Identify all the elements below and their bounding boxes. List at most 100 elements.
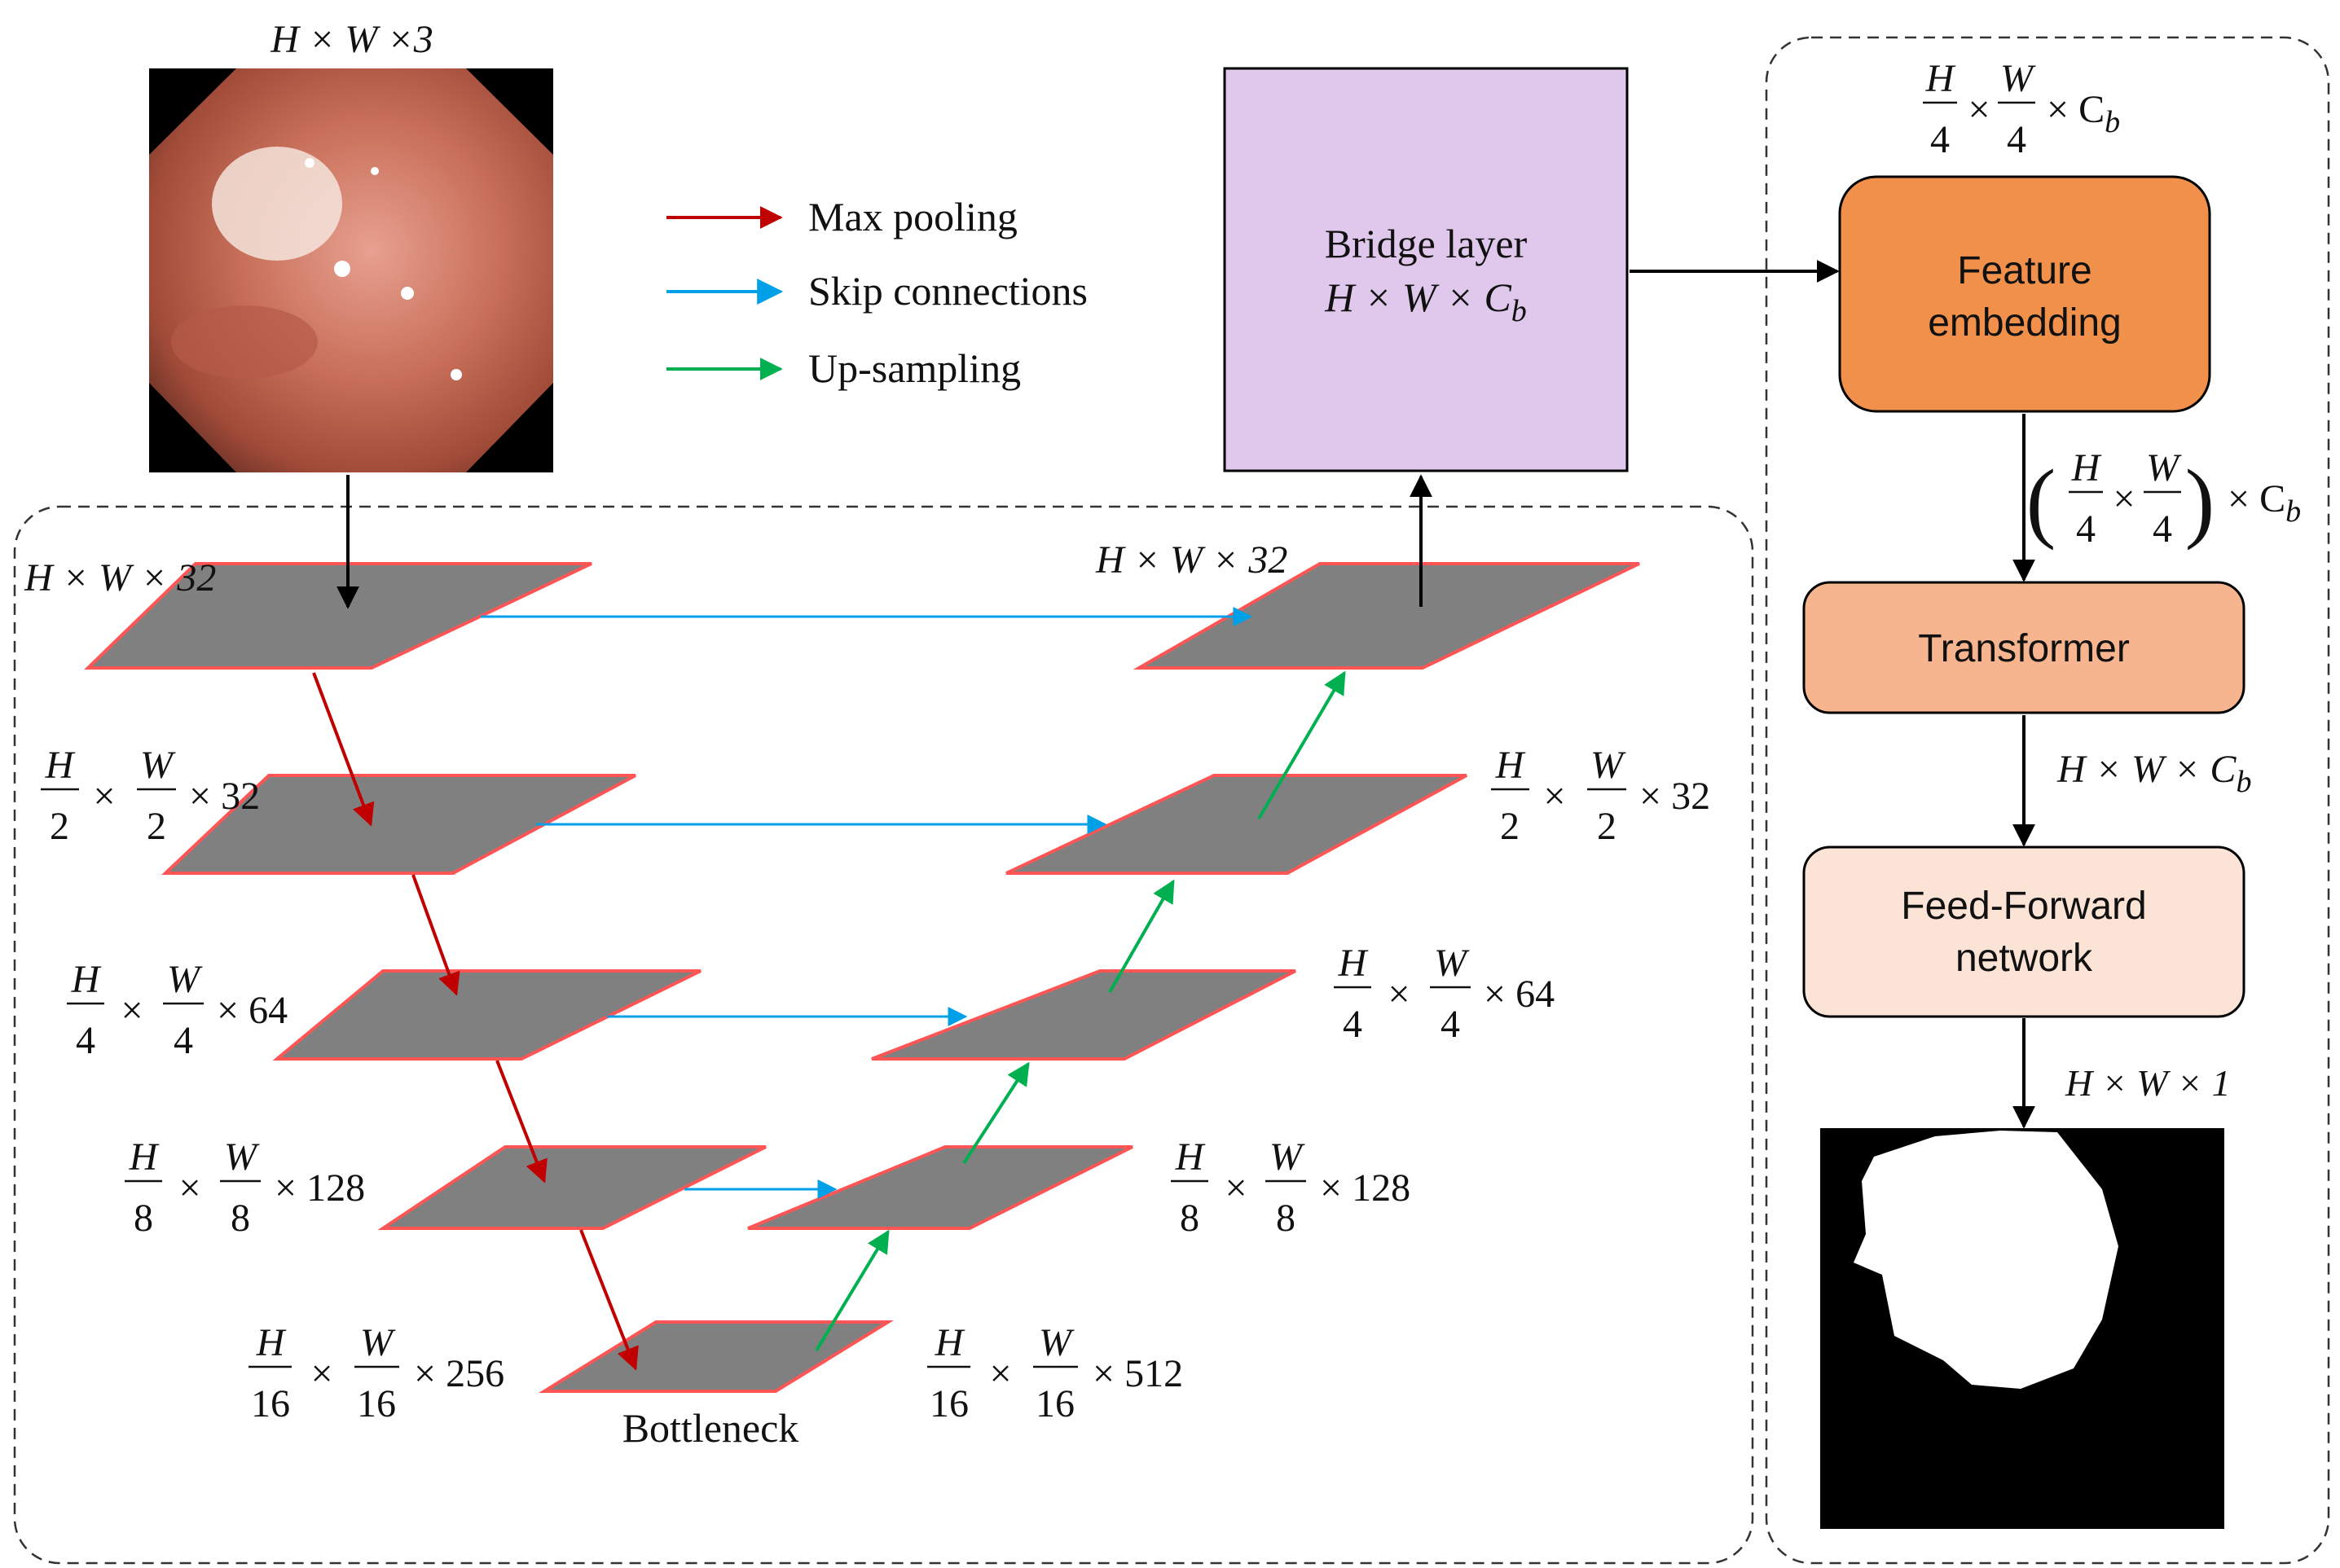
svg-text:× 256: × 256	[414, 1352, 504, 1395]
svg-text:H: H	[71, 958, 102, 1001]
bridge-layer-box	[1223, 67, 1629, 472]
svg-text:×: ×	[989, 1352, 1011, 1395]
decoder-dim-2: H 2 × W 2 × 32	[1491, 744, 1710, 848]
svg-text:16: 16	[1036, 1382, 1075, 1425]
decoder-dim-5: H 16 × W 16 × 512	[927, 1321, 1183, 1425]
mask-output-dim: H × W × 1	[2065, 1062, 2231, 1104]
svg-text:4: 4	[2153, 507, 2172, 551]
svg-text:W: W	[2146, 446, 2182, 490]
svg-text:H: H	[2071, 446, 2102, 490]
bottleneck-label: Bottleneck	[622, 1405, 799, 1451]
svg-text:4: 4	[1930, 118, 1950, 161]
skip-connection-arrows	[481, 607, 1253, 1199]
encoder-dim-4: H 8 × W 8 × 128	[125, 1135, 365, 1240]
svg-text:× 128: × 128	[275, 1166, 365, 1210]
transformer-container	[1765, 36, 2330, 1565]
svg-text:×: ×	[93, 775, 115, 818]
svg-text:H: H	[45, 744, 76, 787]
svg-text:W: W	[140, 744, 176, 787]
legend-max-pooling: Max pooling	[808, 194, 1018, 239]
svg-text:× 32: × 32	[1639, 775, 1710, 818]
svg-text:× 128: × 128	[1320, 1166, 1410, 1210]
svg-text:W: W	[1434, 942, 1470, 985]
svg-text:16: 16	[930, 1382, 969, 1425]
svg-text:W: W	[2000, 57, 2036, 100]
svg-text:4: 4	[2076, 507, 2096, 551]
output-mask-image	[1820, 1128, 2224, 1529]
svg-text:H: H	[1338, 942, 1369, 985]
embedding-output-dim: ( H 4 × W 4 ) × Cb	[2026, 446, 2301, 551]
svg-text:16: 16	[357, 1382, 396, 1425]
svg-text:4: 4	[1441, 1003, 1460, 1046]
svg-text:): )	[2185, 451, 2215, 551]
svg-text:W: W	[360, 1321, 396, 1364]
svg-text:8: 8	[1180, 1197, 1199, 1240]
decoder-dim-3: H 4 × W 4 × 64	[1334, 942, 1555, 1046]
svg-text:H: H	[1495, 744, 1526, 787]
svg-text:×: ×	[310, 1352, 332, 1395]
unet-container	[13, 505, 1754, 1565]
svg-text:× 64: × 64	[1484, 973, 1555, 1016]
svg-text:8: 8	[1276, 1197, 1295, 1240]
svg-text:H: H	[1925, 57, 1956, 100]
svg-text:H: H	[935, 1321, 965, 1364]
svg-text:4: 4	[1343, 1003, 1362, 1046]
bridge-layer-dim: H × W × Cb	[1324, 275, 1527, 328]
encoder-layer-3	[272, 969, 702, 1061]
svg-text:×: ×	[1388, 973, 1410, 1016]
input-endoscopy-image	[149, 68, 553, 472]
legend-up-sampling: Up-sampling	[808, 345, 1021, 391]
svg-text:W: W	[224, 1135, 260, 1179]
svg-text:×: ×	[2113, 477, 2135, 520]
decoder-layer-1	[1133, 562, 1640, 670]
svg-text:× Cb: × Cb	[2228, 477, 2301, 529]
svg-text:(: (	[2026, 451, 2056, 551]
legend-skip-connections: Skip connections	[808, 268, 1088, 314]
encoder-dim-1: H × W × 32	[24, 556, 216, 600]
decoder-layer-4	[747, 1145, 1133, 1230]
encoder-layer-5	[538, 1320, 895, 1393]
encoder-dim-3: H 4 × W 4 × 64	[67, 958, 288, 1062]
svg-text:×: ×	[1968, 88, 1990, 131]
encoder-layer-4	[377, 1145, 767, 1230]
svg-text:×: ×	[121, 989, 143, 1032]
upsampling-arrows	[815, 670, 1346, 1352]
ffn-label-1: Feed-Forward	[1901, 885, 2146, 928]
svg-text:4: 4	[174, 1019, 193, 1062]
svg-text:2: 2	[1597, 805, 1616, 848]
svg-text:H: H	[129, 1135, 160, 1179]
decoder-layer-2	[1005, 774, 1467, 875]
svg-text:W: W	[1039, 1321, 1075, 1364]
svg-text:×: ×	[1225, 1166, 1247, 1210]
legend: Max pooling Skip connections Up-sampling	[666, 194, 1088, 391]
encoder-dim-2: H 2 × W 2 × 32	[41, 744, 260, 848]
svg-text:16: 16	[251, 1382, 290, 1425]
encoder-layers	[84, 562, 895, 1393]
svg-text:× 32: × 32	[189, 775, 260, 818]
encoder-layer-2	[161, 774, 636, 875]
transformer-label: Transformer	[1918, 627, 2130, 670]
svg-text:8: 8	[134, 1197, 153, 1240]
ffn-box	[1802, 845, 2245, 1018]
decoder-layer-3	[871, 969, 1296, 1061]
svg-text:2: 2	[50, 805, 69, 848]
svg-text:H: H	[256, 1321, 287, 1364]
max-pooling-arrows	[312, 672, 639, 1371]
svg-text:× 512: × 512	[1093, 1352, 1183, 1395]
ffn-label-2: network	[1955, 937, 2093, 980]
decoder-layers	[747, 562, 1640, 1230]
svg-text:×: ×	[1543, 775, 1565, 818]
svg-text:8: 8	[231, 1197, 250, 1240]
svg-text:×: ×	[178, 1166, 200, 1210]
decoder-dim-1: H × W × 32	[1095, 538, 1287, 582]
svg-text:H: H	[1175, 1135, 1206, 1179]
encoder-layer-1	[84, 562, 592, 670]
feature-embedding-label-2: embedding	[1928, 301, 2122, 345]
svg-text:× Cb: × Cb	[2047, 88, 2120, 139]
transformer-box	[1802, 581, 2245, 714]
decoder-dim-4: H 8 × W 8 × 128	[1171, 1135, 1410, 1240]
svg-text:4: 4	[76, 1019, 95, 1062]
input-dim-label: H × W ×3	[270, 18, 433, 61]
transformer-output-dim: H × W × Cb	[2056, 748, 2251, 799]
